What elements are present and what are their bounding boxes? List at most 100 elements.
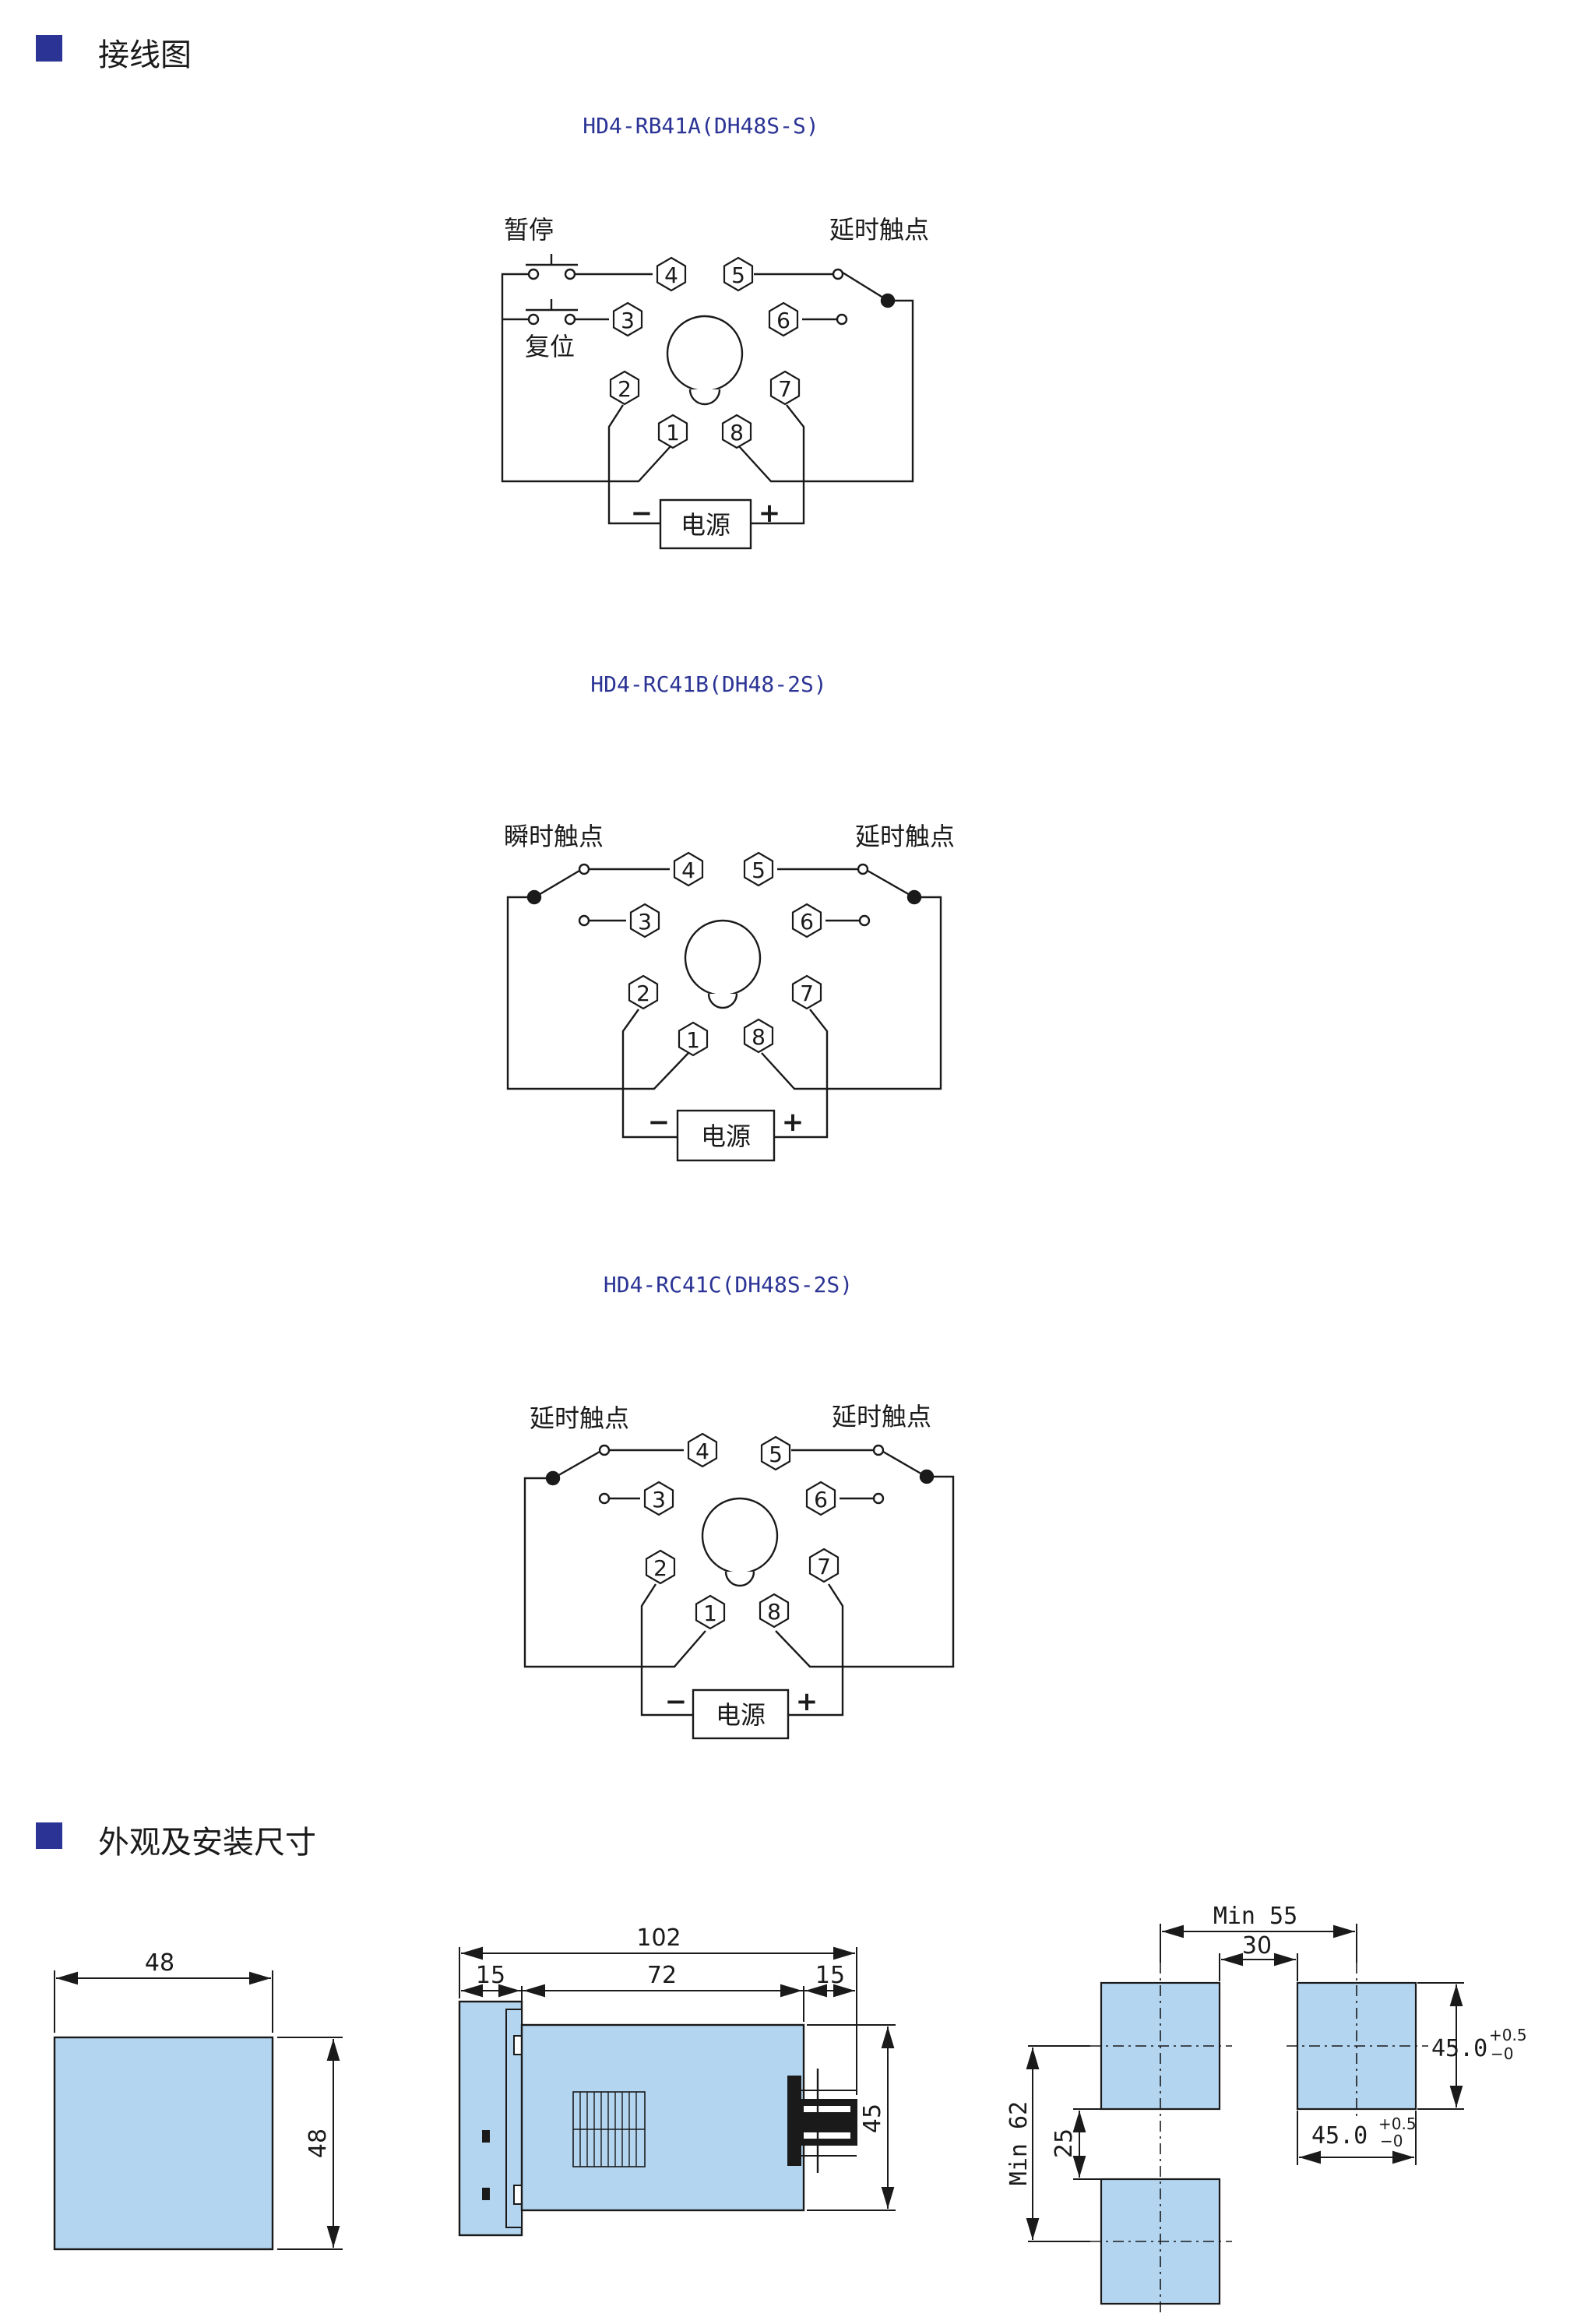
- pin-8: 8: [721, 414, 752, 449]
- svg-text:8: 8: [767, 1599, 781, 1625]
- wire-left-loop: [523, 1477, 646, 1668]
- relay-knob: [666, 315, 744, 393]
- tol-plus: +0.5: [1489, 2026, 1527, 2044]
- wire-right-loop: [846, 1475, 955, 1668]
- relay-key: [724, 1571, 755, 1587]
- pin-8: 8: [759, 1593, 790, 1629]
- model-title-1: HD4-RB41A(DH48S-S): [583, 113, 819, 139]
- svg-text:7: 7: [800, 981, 814, 1006]
- wire-pin7-plus: [751, 404, 805, 525]
- svg-text:5: 5: [769, 1442, 783, 1467]
- dim-side-height: 45: [859, 2104, 886, 2133]
- pin-3: 3: [612, 301, 643, 337]
- pin-5: 5: [743, 851, 774, 887]
- minus-sign: −: [648, 1107, 671, 1138]
- label-pause: 暂停: [504, 215, 554, 245]
- label-instant-contact: 瞬时触点: [504, 822, 604, 851]
- label-reset: 复位: [525, 332, 575, 361]
- svg-text:3: 3: [638, 909, 652, 935]
- svg-text:6: 6: [776, 308, 790, 333]
- centerlines: [1090, 1963, 1428, 2313]
- wiring-diagram-3: 延时触点 延时触点 电源 − + 4 5 3 6 2 7 1 8: [523, 1402, 955, 1740]
- minus-sign: −: [631, 498, 653, 529]
- terminal-dot: [578, 914, 590, 927]
- plus-sign: +: [759, 498, 781, 529]
- dim-side-right: 15: [815, 1962, 845, 1989]
- pin-2: 2: [645, 1549, 676, 1585]
- pin-highlight: [804, 2132, 850, 2139]
- wire-pin1: [607, 445, 672, 483]
- power-box: [659, 498, 752, 550]
- terminal-dot: [858, 914, 871, 927]
- switch-blade: [882, 1450, 924, 1477]
- terminal-dot: [527, 313, 540, 326]
- svg-text:5: 5: [731, 262, 745, 288]
- wire-pin7-plus: [788, 1583, 844, 1717]
- front-view: 48 48: [53, 1949, 343, 2251]
- wire-pin8: [761, 1052, 825, 1090]
- svg-text:1: 1: [703, 1600, 717, 1626]
- relay-knob: [701, 1497, 779, 1575]
- front-panel: [53, 2036, 274, 2251]
- svg-text:5: 5: [752, 857, 766, 883]
- label-delay-contact: 延时触点: [855, 822, 955, 851]
- pin-4: 4: [673, 851, 704, 887]
- svg-text:2: 2: [636, 981, 650, 1006]
- pin-1: 1: [678, 1021, 709, 1057]
- wire-pin7-plus: [774, 1009, 829, 1139]
- pin-4: 4: [687, 1432, 718, 1468]
- terminal-dot: [872, 1492, 885, 1505]
- clip-mark: [482, 2130, 490, 2143]
- svg-text:4: 4: [681, 857, 695, 883]
- pin-1: 1: [695, 1594, 726, 1630]
- dim-front-width: 48: [145, 1949, 174, 1977]
- terminal-dot: [578, 863, 590, 875]
- power-box: [692, 1688, 790, 1740]
- svg-text:8: 8: [752, 1024, 766, 1050]
- terminal-dot: [836, 313, 848, 326]
- terminal-dot: [527, 268, 540, 280]
- plug-base: [787, 2076, 801, 2166]
- pin-6: 6: [768, 301, 799, 337]
- svg-text:7: 7: [817, 1554, 831, 1579]
- svg-text:6: 6: [800, 909, 814, 935]
- wire-pin1: [623, 1052, 689, 1090]
- pin-7: 7: [808, 1548, 840, 1583]
- pin-4: 4: [656, 256, 687, 292]
- relay-key: [707, 993, 738, 1009]
- wire-pin2-minus: [640, 1583, 693, 1717]
- wire-pin2-minus: [621, 1009, 678, 1139]
- dim-side-middle: 72: [647, 1962, 677, 1989]
- wire-pin2-minus: [607, 404, 660, 525]
- svg-text:3: 3: [652, 1487, 666, 1512]
- dim-side-total: 102: [636, 1924, 681, 1952]
- terminal-dot: [857, 863, 869, 875]
- section-title-dimensions: 外观及安装尺寸: [98, 1825, 316, 1861]
- switch-blade: [555, 1450, 600, 1478]
- svg-text:4: 4: [695, 1438, 709, 1464]
- wire-left-loop: [501, 273, 607, 483]
- tol-plus-2: +0.5: [1378, 2114, 1417, 2133]
- section-marker-square-2: [36, 1822, 62, 1849]
- label-delay-contact: 延时触点: [829, 215, 929, 245]
- svg-text:1: 1: [686, 1027, 700, 1053]
- switch-blade: [537, 869, 580, 897]
- svg-text:2: 2: [618, 376, 632, 402]
- power-label: 电源: [681, 510, 730, 540]
- wire-pin1: [646, 1630, 706, 1668]
- dim-side-left: 15: [476, 1962, 505, 1989]
- svg-text:8: 8: [730, 420, 744, 445]
- pin-6: 6: [791, 903, 822, 938]
- svg-text:7: 7: [778, 376, 792, 402]
- power-label: 电源: [716, 1700, 766, 1730]
- model-title-2: HD4-RC41B(DH48-2S): [590, 671, 827, 697]
- plus-sign: +: [796, 1686, 818, 1717]
- plus-sign: +: [782, 1107, 804, 1138]
- switch-blade: [842, 271, 886, 301]
- wire-pin8: [737, 445, 802, 483]
- power-label: 电源: [701, 1122, 751, 1151]
- section-marker-square: [36, 35, 62, 62]
- terminal-dot: [564, 268, 576, 280]
- label-delay-contact-left: 延时触点: [530, 1403, 629, 1433]
